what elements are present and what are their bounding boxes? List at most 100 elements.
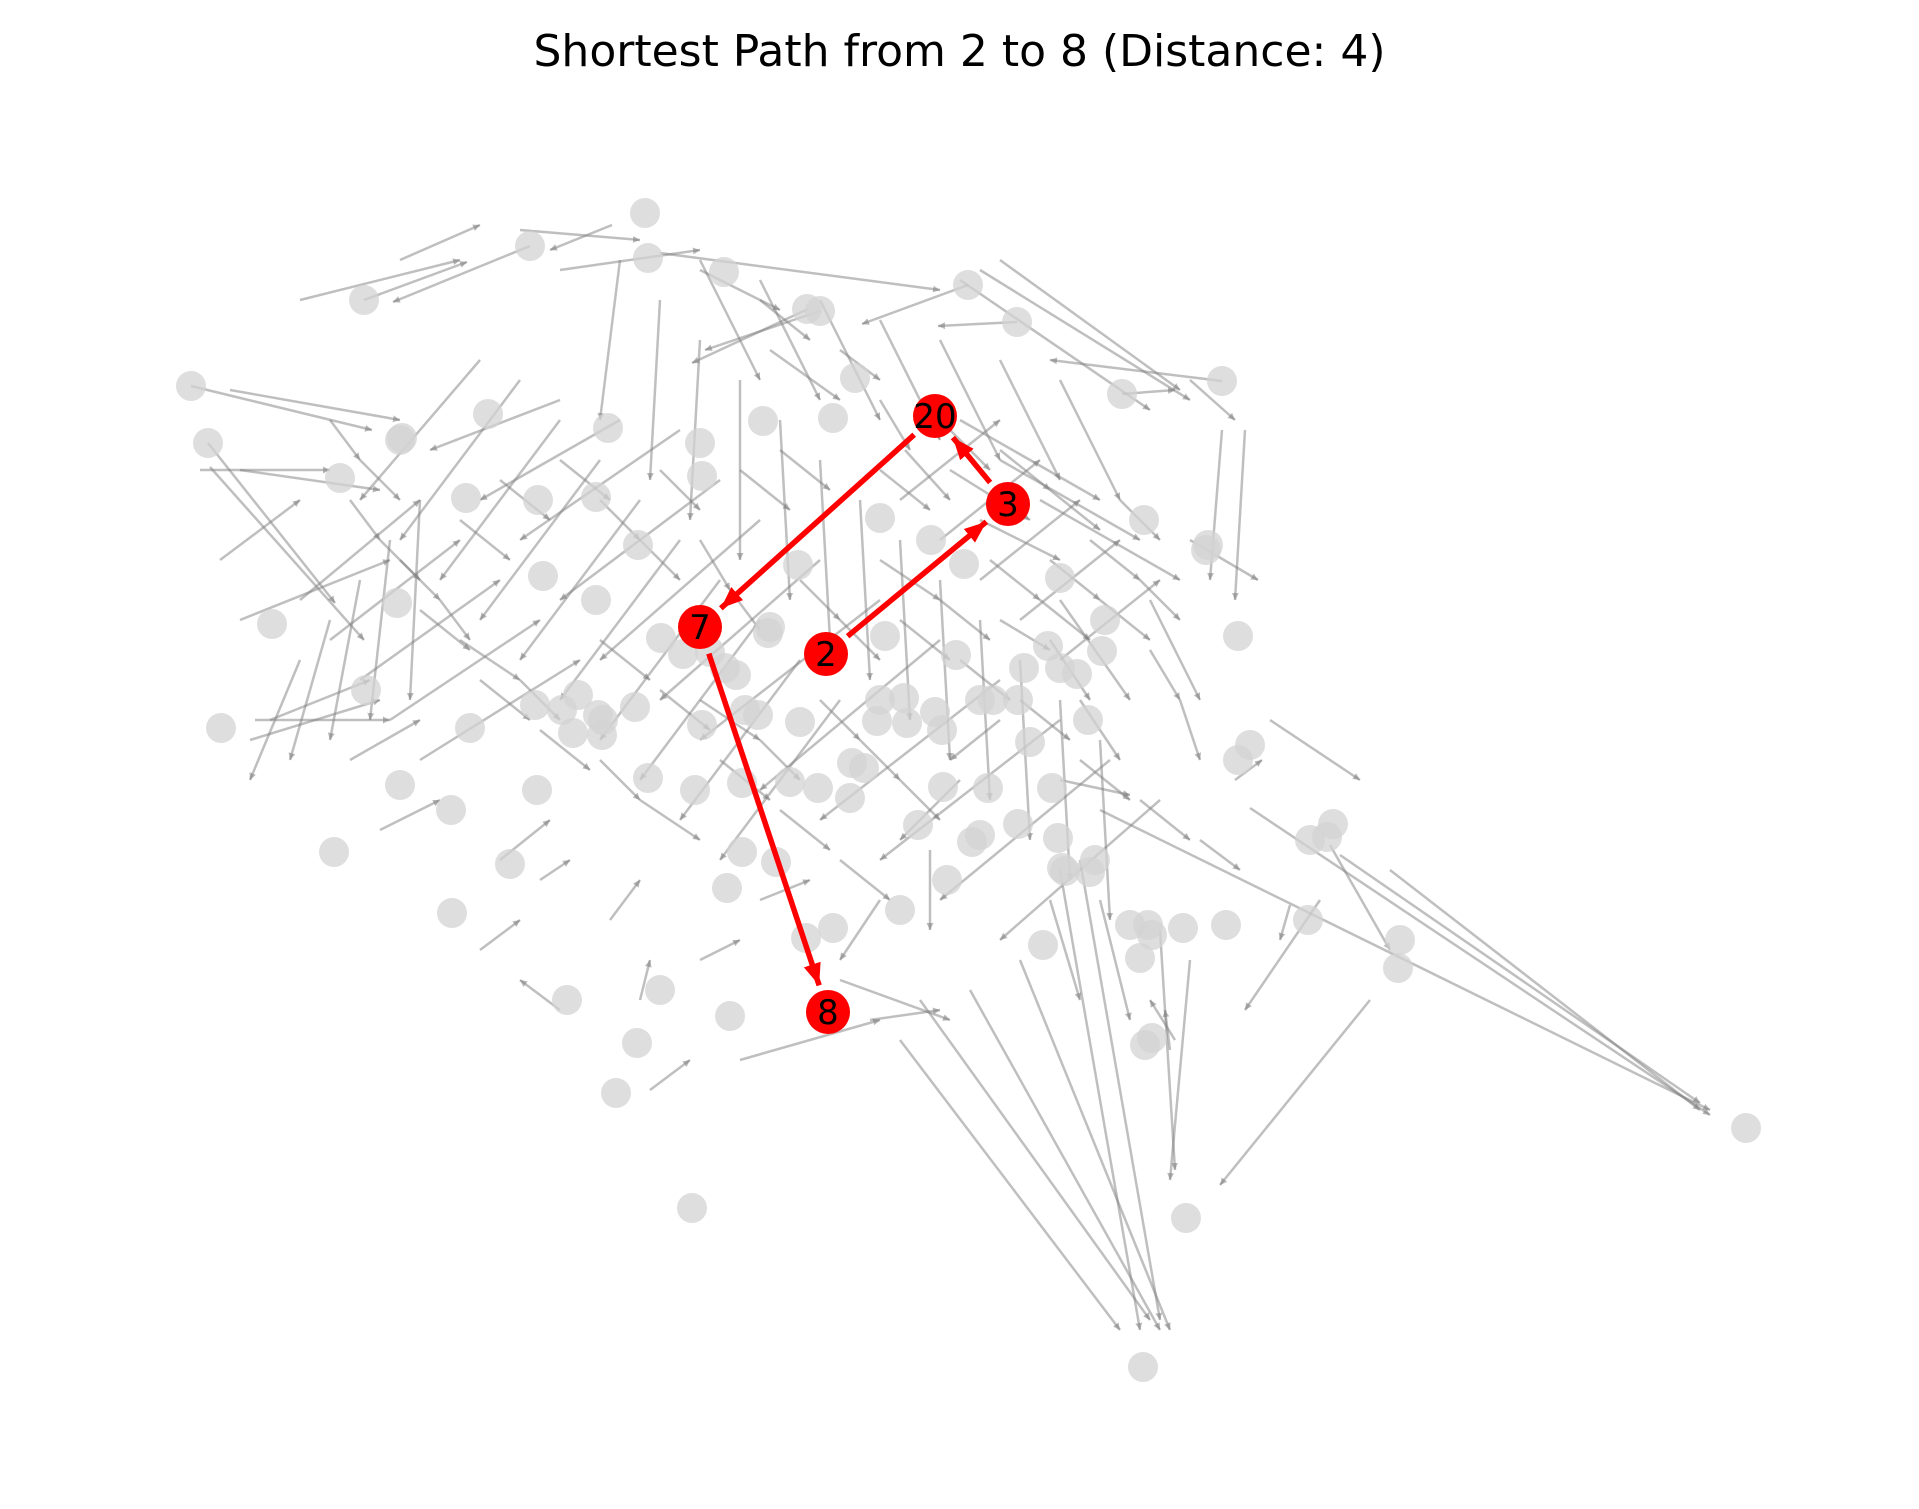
graph-node	[685, 428, 715, 458]
graph-edge	[299, 499, 421, 601]
graph-node	[1043, 823, 1073, 853]
graph-edge	[549, 223, 613, 252]
graph-edge	[1089, 539, 1141, 581]
graph-node	[1129, 505, 1159, 535]
graph-node	[1318, 809, 1348, 839]
graph-edge	[359, 359, 481, 501]
graph-node	[193, 428, 223, 458]
graph-edge	[479, 679, 531, 721]
graph-node	[783, 550, 813, 580]
graph-edge	[1139, 579, 1181, 621]
graph-edge	[349, 718, 421, 762]
graph-edge	[998, 359, 1062, 481]
graph-node	[1045, 563, 1075, 593]
graph-edge	[519, 228, 641, 243]
graph-edge	[597, 259, 622, 421]
graph-edge	[479, 459, 601, 621]
graph-node	[623, 530, 653, 560]
graph-node	[495, 849, 525, 879]
graph-node	[743, 700, 773, 730]
graph-node	[473, 399, 503, 429]
graph-node	[1062, 659, 1092, 689]
graph-node	[387, 423, 417, 453]
graph-edge	[639, 798, 701, 842]
graph-node	[633, 763, 663, 793]
graph-node	[581, 482, 611, 512]
path-edge-2-to-3	[845, 519, 989, 639]
graph-node	[325, 463, 355, 493]
graph-edge	[799, 579, 841, 621]
graph-edge	[861, 283, 969, 326]
graph-node	[892, 708, 922, 738]
graph-edge	[1278, 904, 1292, 941]
graph-node	[949, 549, 979, 579]
graph-node	[558, 718, 588, 748]
graph-node	[620, 692, 650, 722]
graph-node	[1223, 745, 1253, 775]
graph-edge	[1078, 859, 1163, 1321]
graph-edge	[399, 223, 481, 262]
path-edge-3-to-20	[950, 435, 993, 485]
graph-node	[176, 371, 206, 401]
graph-node	[715, 1001, 745, 1031]
graph-edge	[539, 729, 591, 771]
graph-node	[1107, 379, 1137, 409]
graph-node	[593, 413, 623, 443]
graph-node	[865, 503, 895, 533]
graph-edge	[819, 699, 861, 741]
graph-edge	[209, 466, 365, 641]
graph-edge	[659, 469, 701, 511]
graph-node	[755, 612, 785, 642]
graph-node	[1037, 773, 1067, 803]
graph-node	[1115, 910, 1145, 940]
graph-node	[1002, 307, 1032, 337]
graph-node	[1191, 535, 1221, 565]
graph-node	[1009, 653, 1039, 683]
graph-node	[563, 680, 593, 710]
graph-node	[1090, 605, 1120, 635]
graph-node	[870, 621, 900, 651]
graph-node	[712, 873, 742, 903]
graph-node	[385, 770, 415, 800]
graph-node	[818, 913, 848, 943]
path-node-8	[806, 990, 850, 1034]
graph-edge	[379, 798, 441, 832]
graph-edge	[599, 519, 761, 661]
graph-edge	[229, 388, 401, 423]
graph-node	[932, 865, 962, 895]
graph-node	[835, 783, 865, 813]
graph-node	[1125, 943, 1155, 973]
graph-node	[382, 588, 412, 618]
graph-edge	[519, 499, 641, 661]
graph-node	[436, 795, 466, 825]
graph-edge	[248, 659, 302, 781]
graph-node	[528, 561, 558, 591]
graph-node	[1087, 636, 1117, 666]
path-edge-20-to-7	[718, 432, 917, 611]
graph-edge	[646, 299, 662, 481]
graph-edge	[539, 858, 571, 882]
graph-edge	[1249, 806, 1711, 1117]
graph-node	[1003, 809, 1033, 839]
graph-edge	[968, 989, 1162, 1331]
graph-edge	[698, 259, 762, 381]
graph-edge	[1389, 869, 1701, 1111]
graph-edge	[899, 419, 1001, 501]
graph-node	[927, 715, 957, 745]
graph-edge	[769, 348, 841, 402]
graph-node	[646, 623, 676, 653]
graph-edge	[327, 579, 362, 741]
graph-node	[622, 1028, 652, 1058]
graph-node	[1171, 1203, 1201, 1233]
graph-edge	[739, 469, 791, 511]
graph-edge	[698, 539, 732, 591]
graph-edge	[190, 384, 373, 432]
graph-edge	[1339, 853, 1701, 1105]
graph-edge	[1018, 959, 1172, 1331]
graph-edge	[818, 459, 834, 641]
graph-node	[953, 270, 983, 300]
graph-edge	[1148, 649, 1182, 701]
graph-edge	[838, 899, 882, 961]
graph-edge	[1199, 839, 1241, 871]
graph-edge	[1098, 739, 1114, 921]
